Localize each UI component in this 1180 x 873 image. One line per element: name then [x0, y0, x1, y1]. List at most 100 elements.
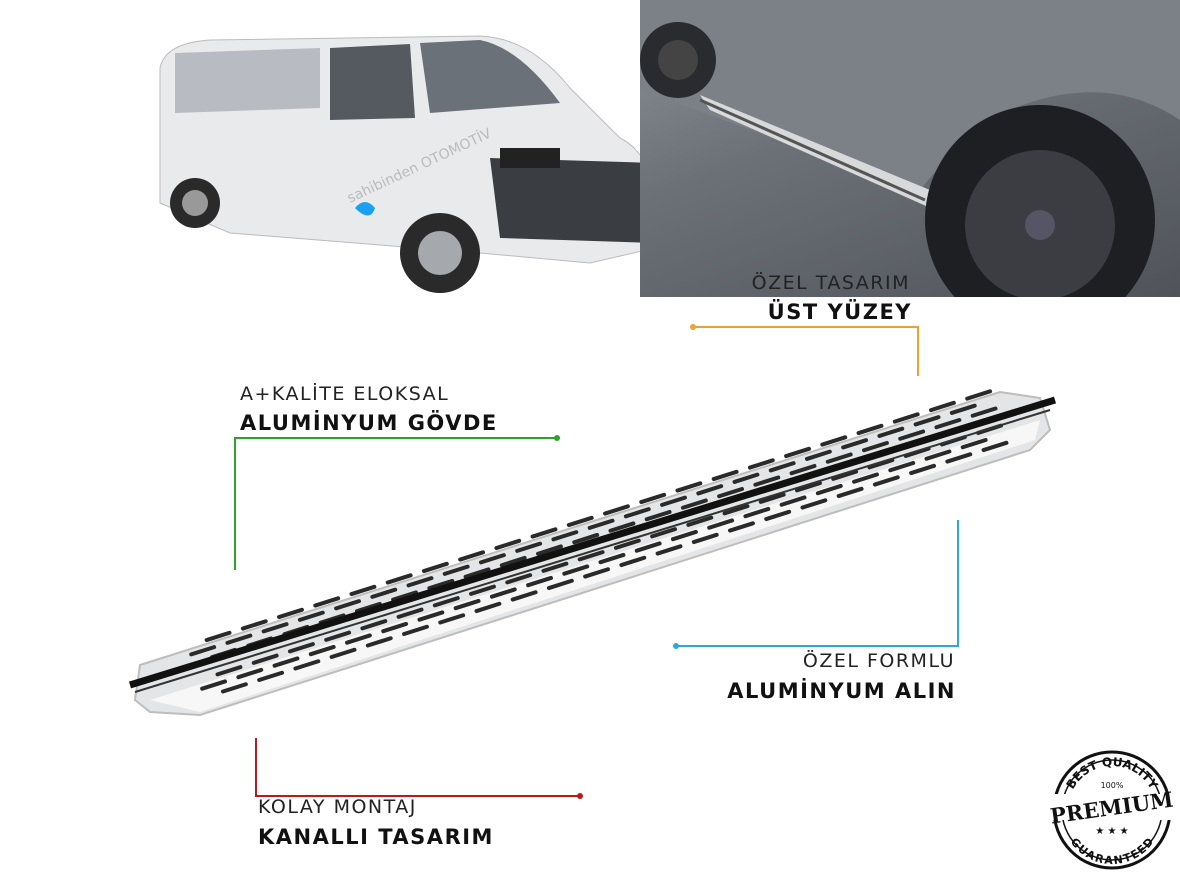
board-slot: [370, 587, 398, 599]
board-slot: [872, 475, 900, 487]
board-slot: [764, 509, 792, 522]
board-slot: [680, 498, 708, 510]
board-slot: [396, 607, 424, 619]
board-slot: [670, 529, 698, 542]
board-slot: [728, 521, 755, 533]
callout-line-red-vertical: [255, 738, 257, 796]
board-slot: [200, 679, 228, 691]
board-slot: [644, 509, 672, 522]
board-slot: [619, 555, 647, 568]
board-slot: [934, 417, 962, 430]
board-slot: [743, 506, 771, 519]
board-slot: [867, 458, 895, 470]
board-slot: [499, 555, 527, 568]
board-slot: [287, 642, 315, 654]
callout-line-orange-vertical: [917, 326, 919, 376]
board-slot: [732, 472, 760, 484]
board-slot: [385, 573, 413, 585]
board-slot: [324, 630, 352, 642]
board-slot: [277, 607, 304, 620]
board-slot: [427, 578, 455, 591]
board-slot: [825, 452, 853, 464]
callout-dot-orange: [690, 324, 696, 330]
board-slot: [686, 515, 714, 527]
board-slot: [442, 564, 470, 576]
board-slot: [909, 463, 937, 476]
board-slot: [510, 590, 538, 602]
car-side-photo: [640, 0, 1180, 297]
callout-body-subtitle: A+KALİTE ELOKSAL: [240, 383, 450, 405]
board-slot: [634, 541, 662, 553]
board-slot: [526, 575, 553, 588]
board-slot: [831, 469, 859, 481]
board-slot: [566, 515, 594, 528]
board-slot: [251, 653, 279, 665]
board-slot: [215, 665, 243, 677]
board-slot: [354, 601, 382, 614]
board-slot: [463, 567, 491, 579]
board-slot: [862, 440, 889, 453]
callout-line-red: [255, 795, 580, 797]
board-slot: [261, 622, 289, 634]
board-slot: [204, 630, 232, 643]
board-slot: [877, 426, 905, 438]
board-slot: [841, 438, 869, 450]
board-slot: [360, 619, 388, 631]
callout-body-title: ALUMİNYUM GÖVDE: [240, 411, 498, 435]
board-slot: [478, 553, 506, 565]
callout-line-blue-vertical: [957, 520, 959, 646]
board-slot: [820, 435, 848, 447]
board-slot: [722, 504, 750, 516]
board-slot: [608, 521, 636, 533]
callout-line-green: [234, 437, 557, 439]
board-slot: [784, 446, 812, 459]
board-slot: [598, 552, 626, 565]
callout-mount-subtitle: KOLAY MONTAJ: [258, 796, 417, 818]
board-slot: [562, 564, 590, 576]
board-slot: [707, 518, 735, 530]
board-slot: [815, 483, 843, 496]
board-slot: [313, 596, 341, 608]
board-slot: [650, 527, 678, 539]
board-slot: [572, 532, 600, 545]
board-slot: [852, 472, 879, 484]
board-slot: [551, 530, 579, 542]
board-slot: [903, 446, 931, 458]
board-slot: [240, 619, 268, 631]
board-slot: [225, 633, 253, 645]
board-slot: [349, 584, 377, 597]
board-slot: [189, 645, 217, 657]
callout-line-green-vertical: [234, 437, 236, 570]
van-photo: sahibinden OTOMOTİV: [150, 28, 662, 303]
board-slot: [675, 481, 703, 493]
board-slot: [758, 492, 786, 504]
board-slot: [546, 578, 574, 591]
callout-front-subtitle: ÖZEL FORMLU: [802, 650, 955, 672]
board-slot: [365, 636, 393, 648]
board-slot: [717, 486, 745, 499]
board-slot: [892, 412, 920, 424]
board-slot: [417, 610, 445, 622]
board-slot: [402, 624, 429, 637]
board-slot: [800, 498, 828, 510]
board-slot: [308, 644, 336, 657]
callout-mount-title: KANALLI TASARIM: [258, 825, 494, 849]
board-slot: [924, 449, 952, 461]
board-slot: [345, 633, 372, 645]
board-slot: [945, 452, 973, 464]
board-slot: [639, 492, 667, 505]
board-slot: [613, 538, 641, 550]
board-slot: [391, 590, 419, 602]
board-slot: [779, 495, 807, 507]
board-slot: [381, 621, 409, 634]
board-slot: [530, 527, 558, 539]
stamp-bottom-text: GUARANTEED: [1068, 836, 1156, 868]
callout-front-title: ALUMİNYUM ALIN: [727, 679, 956, 703]
board-slot: [949, 403, 977, 415]
board-slot: [804, 449, 832, 461]
board-slot: [577, 550, 605, 562]
board-slot: [836, 486, 864, 499]
board-slot: [469, 584, 496, 596]
board-slot: [293, 659, 321, 671]
